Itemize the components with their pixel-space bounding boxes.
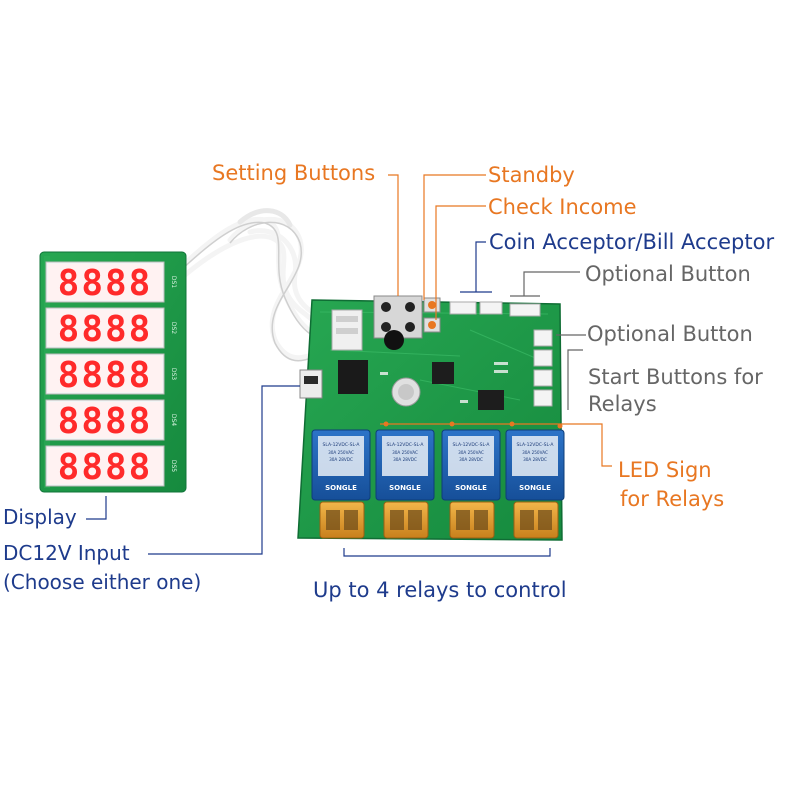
display-silkscreen: DS4 bbox=[170, 414, 177, 426]
relay-model: SLA-12VDC-SL-A bbox=[323, 442, 361, 448]
label-led-sign: LED Sign bbox=[618, 458, 712, 482]
mcu-chip bbox=[432, 362, 454, 384]
relay-terminal bbox=[383, 501, 429, 539]
label-led-sign-relays: for Relays bbox=[620, 487, 725, 511]
relay-brand: SONGLE bbox=[519, 484, 551, 492]
display-silkscreen: DS1 bbox=[170, 276, 177, 288]
acceptor-connector-1 bbox=[449, 301, 477, 315]
relay-rating: 30A 28VDC bbox=[459, 457, 483, 462]
setting-buttons-cluster[interactable] bbox=[373, 295, 423, 339]
display-module: 8888 DS2 bbox=[45, 307, 177, 350]
relay: SLA-12VDC-SL-A 30A 250VAC 30A 28VDC SONGLE bbox=[505, 429, 565, 501]
relay-terminal bbox=[449, 501, 495, 539]
label-choose-either: (Choose either one) bbox=[3, 570, 202, 594]
label-setting-buttons: Setting Buttons bbox=[212, 161, 376, 185]
display-silkscreen: DS2 bbox=[170, 322, 177, 334]
ribbon-cable-shadow bbox=[179, 221, 341, 362]
label-dc12v-input: DC12V Input bbox=[3, 541, 130, 565]
check-income-button[interactable] bbox=[423, 317, 441, 333]
leader-lines bbox=[86, 174, 612, 557]
label-coin-bill-acceptor: Coin Acceptor/Bill Acceptor bbox=[489, 230, 775, 254]
relay: SLA-12VDC-SL-A 30A 250VAC 30A 28VDC SONGLE bbox=[311, 429, 371, 501]
standby-button[interactable] bbox=[423, 297, 441, 313]
relay-rating: 30A 250VAC bbox=[458, 450, 484, 455]
relay-brand: SONGLE bbox=[389, 484, 421, 492]
relay-model: SLA-12VDC-SL-A bbox=[517, 442, 555, 448]
display-digits: 8888 bbox=[58, 263, 153, 304]
relay-rating: 30A 28VDC bbox=[523, 457, 547, 462]
relay-brand: SONGLE bbox=[325, 484, 357, 492]
label-display: Display bbox=[3, 505, 77, 529]
relay-terminal bbox=[319, 501, 365, 539]
relay-rating: 30A 28VDC bbox=[329, 457, 353, 462]
display-digits: 8888 bbox=[58, 355, 153, 396]
relay-rating: 30A 250VAC bbox=[522, 450, 548, 455]
display-module: 8888 DS5 bbox=[45, 445, 177, 488]
relay-rating: 30A 250VAC bbox=[328, 450, 354, 455]
display-module: 8888 DS4 bbox=[45, 399, 177, 442]
label-standby: Standby bbox=[488, 163, 575, 187]
display-silkscreen: DS3 bbox=[170, 368, 177, 380]
relay-model: SLA-12VDC-SL-A bbox=[453, 442, 491, 448]
label-start-buttons-relays: Relays bbox=[588, 392, 657, 416]
relay-rating: 30A 250VAC bbox=[392, 450, 418, 455]
label-check-income: Check Income bbox=[488, 195, 637, 219]
acceptor-connector-2 bbox=[479, 301, 503, 315]
relay-model: SLA-12VDC-SL-A bbox=[387, 442, 425, 448]
relay-brand: SONGLE bbox=[455, 484, 487, 492]
display-silkscreen: DS5 bbox=[170, 460, 177, 472]
relay-rating: 30A 28VDC bbox=[393, 457, 417, 462]
display-digits: 8888 bbox=[58, 309, 153, 350]
display-module: 8888 DS1 bbox=[45, 261, 177, 304]
relay: SLA-12VDC-SL-A 30A 250VAC 30A 28VDC SONGLE bbox=[375, 429, 435, 501]
relay: SLA-12VDC-SL-A 30A 250VAC 30A 28VDC SONGLE bbox=[441, 429, 501, 501]
dc-jack-barrel bbox=[338, 360, 368, 394]
display-digits: 8888 bbox=[58, 401, 153, 442]
label-relays-count: Up to 4 relays to control bbox=[313, 578, 567, 602]
optional-connector-top bbox=[509, 303, 541, 317]
right-connectors bbox=[533, 329, 553, 407]
display-module: 8888 DS3 bbox=[45, 353, 177, 396]
label-optional-button-top: Optional Button bbox=[585, 262, 751, 286]
relay-terminal bbox=[513, 501, 559, 539]
label-start-buttons: Start Buttons for bbox=[588, 365, 763, 389]
label-optional-button-side: Optional Button bbox=[587, 322, 753, 346]
display-digits: 8888 bbox=[58, 447, 153, 488]
